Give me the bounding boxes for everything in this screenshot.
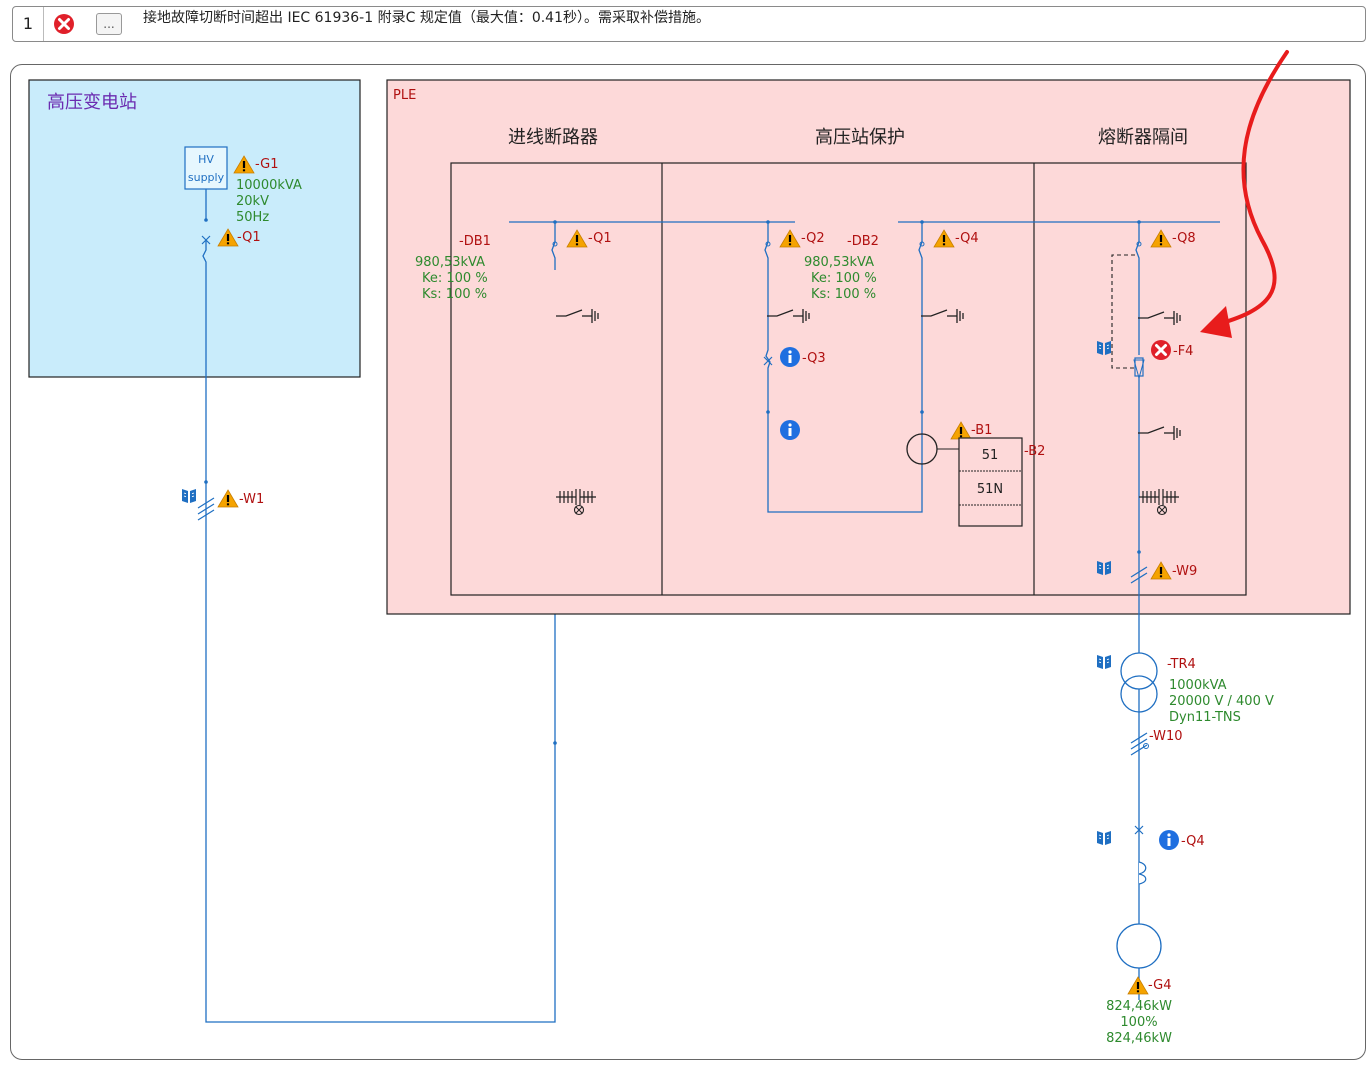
lv-q4-breaker[interactable] (1134, 825, 1144, 835)
relay-function-51n: 51N (977, 482, 1003, 497)
q3-breaker[interactable] (763, 356, 773, 366)
info-icon[interactable] (780, 420, 800, 440)
db1-ks: Ks: 100 % (422, 287, 487, 302)
b2-tag: -B2 (1024, 444, 1045, 459)
w9-tag: -W9 (1172, 564, 1197, 579)
g4-power-1: 824,46kW (1106, 999, 1172, 1014)
hv-supply-line1: HV (198, 153, 214, 166)
cubicle-frame (450, 162, 1247, 596)
protection-relay[interactable] (958, 437, 1023, 527)
tr4-vector-group: Dyn11-TNS (1169, 710, 1241, 725)
b1-tag: -B1 (971, 423, 992, 438)
relay-function-51: 51 (982, 448, 999, 463)
q4-tag: -Q4 (955, 231, 979, 246)
message-bar: 1 ... 接地故障切断时间超出 IEC 61936-1 附录C 规定值（最大值… (12, 6, 1366, 42)
info-icon[interactable] (1159, 830, 1179, 850)
g1-tag: -G1 (255, 157, 279, 172)
section-title-protection: 高压站保护 (815, 127, 905, 148)
ple-label: PLE (393, 88, 416, 103)
q8-switch-line[interactable] (1135, 222, 1140, 355)
warning-icon[interactable] (1127, 976, 1149, 995)
w1-tag: -W1 (239, 492, 264, 507)
g1-power: 10000kVA (236, 178, 302, 193)
transformer-tr4[interactable] (1120, 652, 1158, 690)
db2-ks: Ks: 100 % (811, 287, 876, 302)
book-icon[interactable] (1096, 830, 1112, 846)
hv-q1-tag: -Q1 (237, 230, 261, 245)
section-title-incoming: 进线断路器 (508, 127, 598, 148)
diagram-canvas (10, 64, 1366, 1060)
book-icon[interactable] (1096, 654, 1112, 670)
ple-area (386, 79, 1351, 615)
ple-q1-tag: -Q1 (588, 231, 612, 246)
warning-icon[interactable] (217, 489, 239, 508)
db1-ke: Ke: 100 % (422, 271, 488, 286)
lv-q4-tag: -Q4 (1181, 834, 1205, 849)
book-icon[interactable] (181, 488, 197, 504)
tr4-tag: -TR4 (1167, 657, 1196, 672)
hv-supply-line2: supply (188, 171, 225, 184)
q4-switch-line[interactable] (918, 222, 923, 485)
q2-tag: -Q2 (801, 231, 825, 246)
annotation-arrow (1213, 50, 1289, 327)
info-icon[interactable] (780, 347, 800, 367)
w1-cable-mark (197, 497, 215, 521)
load-g4[interactable] (1116, 923, 1162, 969)
db1-tag: -DB1 (459, 234, 491, 249)
tr4-voltage: 20000 V / 400 V (1169, 694, 1274, 709)
g1-frequency: 50Hz (236, 210, 269, 225)
error-icon[interactable] (1149, 338, 1173, 362)
db2-tag: -DB2 (847, 234, 879, 249)
message-number: 1 (13, 7, 44, 41)
message-text: 接地故障切断时间超出 IEC 61936-1 附录C 规定值（最大值：0.41秒… (143, 10, 710, 26)
lv-q4-trip-coil (1138, 861, 1147, 885)
db2-power: 980,53kVA (804, 255, 874, 270)
q3-tag: -Q3 (802, 351, 826, 366)
error-icon (53, 13, 75, 39)
db2-ke: Ke: 100 % (811, 271, 877, 286)
hv-supply-box[interactable] (184, 146, 228, 190)
g1-voltage: 20kV (236, 194, 269, 209)
hv-station-title: 高压变电站 (47, 92, 137, 113)
main-feeder-line (202, 222, 556, 1023)
annotation-arrowhead (1200, 306, 1232, 338)
protection-feeder-line (764, 222, 923, 513)
w10-cable-mark (1130, 732, 1148, 756)
g4-power-2: 824,46kW (1106, 1031, 1172, 1046)
mechanical-link (1111, 254, 1135, 369)
more-button[interactable]: ... (96, 13, 122, 35)
db1-power: 980,53kVA (415, 255, 485, 270)
tr4-power: 1000kVA (1169, 678, 1227, 693)
ple-q1-switch[interactable] (551, 222, 556, 270)
f4-tag: -F4 (1173, 344, 1193, 359)
hv-station-area (28, 79, 361, 378)
g4-percent: 100% (1120, 1015, 1157, 1030)
w9-cable-mark (1130, 566, 1148, 584)
w10-tag: -W10 (1149, 729, 1183, 744)
g4-tag: -G4 (1148, 978, 1172, 993)
q8-tag: -Q8 (1172, 231, 1196, 246)
section-title-fuse: 熔断器隔间 (1098, 127, 1188, 148)
